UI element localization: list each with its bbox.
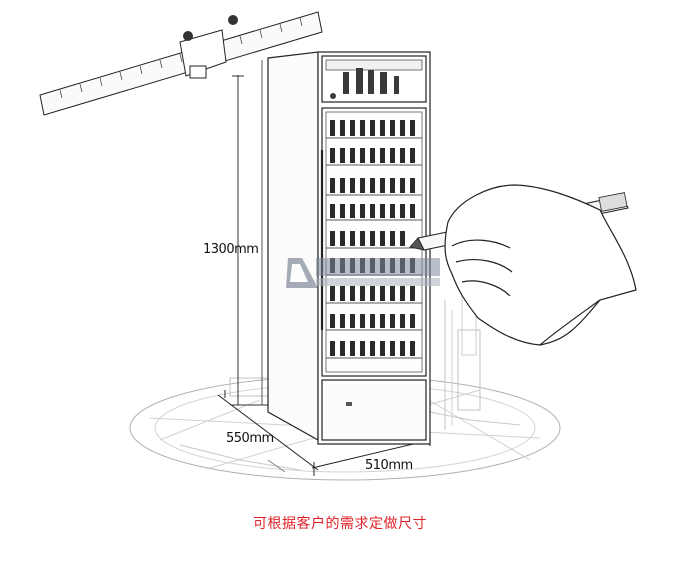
ruler-icon bbox=[39, 11, 323, 116]
display-cabinet bbox=[267, 51, 431, 445]
height-dimension-label: 1300mm bbox=[203, 242, 259, 257]
custom-size-caption: 可根据客户的需求定做尺寸 bbox=[253, 516, 427, 532]
depth-dimension-label: 550mm bbox=[226, 431, 274, 446]
hand-icon bbox=[444, 184, 637, 346]
floor-dimension-lines bbox=[217, 390, 431, 476]
width-dimension-label: 510mm bbox=[365, 458, 413, 473]
watermark-logo-icon bbox=[286, 258, 440, 288]
height-dimension-line bbox=[230, 60, 270, 406]
